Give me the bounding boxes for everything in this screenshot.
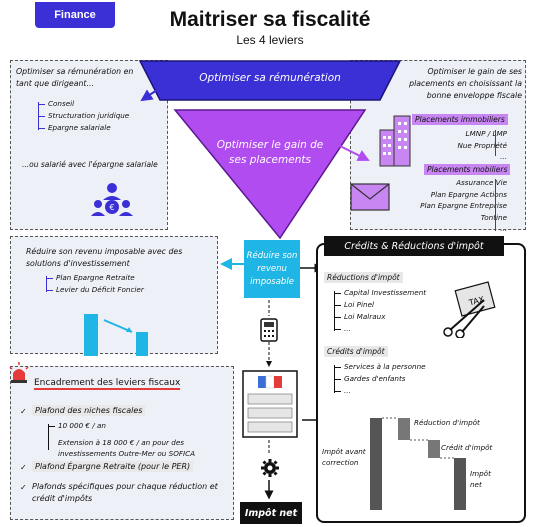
list-item: ... xyxy=(500,224,507,233)
immo-tag: Placements immobiliers xyxy=(412,114,508,125)
list-item: Services à la personne xyxy=(334,361,426,373)
revenu-list: Plan Epargne Retraite Levier du Déficit … xyxy=(46,272,144,296)
wf-net-label: Impôt net xyxy=(470,469,491,489)
list-item: Extension à 18 000 € / an pour des inves… xyxy=(58,438,196,458)
list-item: ... xyxy=(334,385,426,397)
gear-icon xyxy=(261,459,279,477)
list-item: Assurance Vie xyxy=(456,178,507,187)
wf-reduction-label: Réduction d'impôt xyxy=(414,418,480,427)
reduire-box: Réduire son revenu imposable xyxy=(244,240,300,298)
list-item: Plan Epargne Retraite xyxy=(46,272,144,284)
scissors-tax-icon: TAX xyxy=(443,281,496,338)
remuneration-panel xyxy=(10,60,168,230)
credits-tag: Crédits d'impôt xyxy=(324,346,388,357)
decrease-chart-icon xyxy=(84,314,148,356)
funnel xyxy=(138,60,402,240)
waterfall-diagram xyxy=(370,417,466,510)
check-icon: ✓ xyxy=(20,483,27,492)
plafond-niches: Plafond des niches fiscales xyxy=(32,405,146,416)
plafond-per: Plafond Épargne Retraite (pour le PER) xyxy=(32,461,194,472)
page-title: Maitriser sa fiscalité xyxy=(169,8,371,31)
remuneration-list: Conseil Structuration juridique Epargne … xyxy=(38,98,129,134)
list-item: Loi Malraux xyxy=(334,311,426,323)
finance-badge: Finance xyxy=(35,2,115,28)
list-item: Structuration juridique xyxy=(38,110,129,122)
check-icon: ✓ xyxy=(20,407,27,416)
list-item: Conseil xyxy=(38,98,129,110)
page-subtitle: Les 4 leviers xyxy=(236,33,304,47)
list-item: Plan Epargne Entreprise xyxy=(420,201,507,210)
mob-list: Assurance Vie Plan Epargne Actions Plan … xyxy=(420,177,507,235)
credits-title: Crédits & Réductions d'impôt xyxy=(324,236,504,256)
remuneration-intro: Optimiser sa rémunération en tant que di… xyxy=(16,67,134,88)
buildings-icon xyxy=(379,115,411,167)
list-item: ... xyxy=(334,323,426,335)
reductions-tag: Réductions d'impôt xyxy=(324,272,403,283)
calculator-icon xyxy=(260,318,278,342)
list-item: 10 000 € / an xyxy=(48,420,106,432)
tax-tag: TAX xyxy=(467,295,485,308)
placements-intro: Optimiser le gain de ses placements en c… xyxy=(409,67,522,100)
credits-list: Services à la personne Gardes d'enfants … xyxy=(334,361,426,397)
wf-credit-label: Crédit d'impôt xyxy=(441,443,493,452)
niches-list: 10 000 € / an xyxy=(48,420,106,432)
revenu-intro: Réduire son revenu imposable avec des so… xyxy=(26,247,183,268)
list-item: Gardes d'enfants xyxy=(334,373,426,385)
list-item: Capital Investissement xyxy=(334,287,426,299)
list-item: LMNP / LMP xyxy=(465,129,507,138)
alarm-icon xyxy=(9,362,29,383)
tax-document-icon xyxy=(242,370,298,438)
people-icon: € xyxy=(91,183,133,216)
wf-before-label: Impôt avant correction xyxy=(322,447,366,467)
mob-tag: Placements mobiliers xyxy=(424,164,511,175)
funnel-mid-label: Optimiser le gain de ses placements xyxy=(216,139,324,166)
list-item: Tontine xyxy=(480,212,507,222)
remuneration-outro: ...ou salarié avec l'épargne salariale xyxy=(22,160,158,169)
encadrement-title: Encadrement des leviers fiscaux xyxy=(34,378,181,390)
impot-net-box: Impôt net xyxy=(240,502,302,524)
list-item: Epargne salariale xyxy=(38,122,129,134)
list-item: Loi Pinel xyxy=(334,299,426,311)
list-item: Nue Propriété xyxy=(457,140,507,150)
funnel-top-label: Optimiser sa rémunération xyxy=(199,72,341,84)
credits-panel xyxy=(316,243,526,523)
immo-list: LMNP / LMP Nue Propriété ... xyxy=(457,128,507,163)
check-icon: ✓ xyxy=(20,463,27,472)
svg-text:€: € xyxy=(109,203,114,212)
encadrement-panel xyxy=(10,366,234,520)
list-item: Levier du Déficit Foncier xyxy=(46,284,144,296)
plafonds-specifiques: Plafonds spécifiques pour chaque réducti… xyxy=(32,482,218,503)
reductions-list: Capital Investissement Loi Pinel Loi Mal… xyxy=(334,287,426,335)
revenu-panel xyxy=(10,236,218,354)
envelope-icon xyxy=(350,183,390,211)
list-item: Plan Epargne Actions xyxy=(430,189,507,199)
list-item: ... xyxy=(500,152,507,161)
